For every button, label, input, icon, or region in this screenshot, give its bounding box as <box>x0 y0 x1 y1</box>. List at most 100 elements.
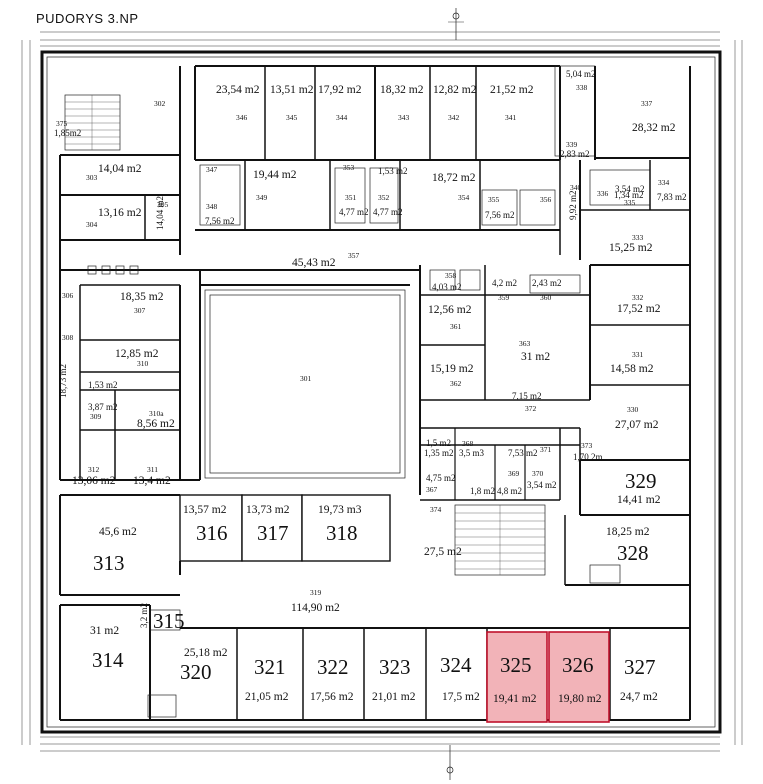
room-321-number: 321 <box>254 655 286 679</box>
room-332-area: 17,52 m2 <box>617 303 661 315</box>
room-344-number: 344 <box>336 113 348 122</box>
room-345-number: 345 <box>286 113 298 122</box>
room-368-area: 3,5 m3 <box>459 448 485 458</box>
room-346-area: 23,54 m2 <box>216 84 260 96</box>
corridor-357 <box>60 265 420 480</box>
room-313-walls <box>59 494 180 596</box>
room-351-number: 351 <box>345 193 357 202</box>
room-341-number: 341 <box>505 113 517 122</box>
room-305-area: 14,04 m2 <box>155 196 165 230</box>
right-upper-rooms <box>559 160 690 260</box>
room-349-number: 349 <box>256 193 268 202</box>
room-326-area: 19,80 m2 <box>558 693 602 705</box>
room-370b-area: 3,54 m2 <box>527 480 557 490</box>
room-303-area: 14,04 m2 <box>98 163 142 175</box>
room-317-number: 317 <box>257 521 289 545</box>
room-311-number: 311 <box>147 465 158 474</box>
room-323-number: 323 <box>379 655 411 679</box>
room-329-number: 329 <box>625 469 657 493</box>
room-328-number: 328 <box>617 541 649 565</box>
room-345-area: 13,51 m2 <box>270 84 314 96</box>
room-366-area: 4,75 m2 <box>426 473 456 483</box>
room-322-number: 322 <box>317 655 349 679</box>
room-355-area: 7,56 m2 <box>485 210 515 220</box>
room-304-number: 304 <box>86 220 98 229</box>
room-339-area: 2,83 m2 <box>560 149 590 159</box>
room-367-number: 367 <box>426 485 438 494</box>
room-374-number: 374 <box>430 505 442 514</box>
room-341-area: 21,52 m2 <box>490 84 534 96</box>
room-308b-area: 1,53 m2 <box>88 380 118 390</box>
room-359-area: 4,2 m2 <box>492 278 517 288</box>
room-306-number: 306 <box>62 291 74 300</box>
room-324-area: 17,5 m2 <box>442 691 480 703</box>
room-304-area: 13,16 m2 <box>98 207 142 219</box>
unit-326-highlight[interactable] <box>548 631 610 723</box>
outer-walls <box>40 50 722 734</box>
room-323-area: 21,01 m2 <box>372 691 416 703</box>
room-336-number: 336 <box>597 189 609 198</box>
room-343-number: 343 <box>398 113 410 122</box>
room-342-number: 342 <box>448 113 460 122</box>
room-369-area: 1,8 m2 <box>470 486 495 496</box>
room-352-number: 352 <box>378 193 390 202</box>
room-362-number: 362 <box>450 379 462 388</box>
room-340-area: 9,92 m2 <box>568 190 578 220</box>
room-354-number: 354 <box>458 193 470 202</box>
room-340-number: 340 <box>570 183 582 192</box>
room-364-area: 1,5 m2 <box>426 438 451 448</box>
room-319-area: 114,90 m2 <box>291 602 340 614</box>
room-337-number: 337 <box>641 99 653 108</box>
room-315-area: 3,2 m2 <box>139 603 149 628</box>
room-314-area: 31 m2 <box>90 625 119 637</box>
left-upper-rooms <box>59 155 180 480</box>
room-307-number: 307 <box>134 306 146 315</box>
room-310a-area: 8,56 m2 <box>137 418 175 430</box>
room-351-area: 4,77 m2 <box>339 207 369 217</box>
middle-east-rooms <box>419 250 691 620</box>
room-310a-number: 310a <box>149 409 164 418</box>
room-348-number: 348 <box>206 202 218 211</box>
room-372-number: 372 <box>525 404 537 413</box>
room-309-number: 309 <box>90 412 102 421</box>
room-317-area: 13,73 m2 <box>246 504 290 516</box>
room-334-area: 7,83 m2 <box>657 192 687 202</box>
room-358-number: 358 <box>445 271 457 280</box>
central-offices <box>179 494 391 575</box>
room-358-area: 4,03 m2 <box>432 282 462 292</box>
room-313-area: 45,6 m2 <box>99 526 137 538</box>
bottom-row-walls <box>59 604 691 721</box>
room-325-area: 19,41 m2 <box>493 693 537 705</box>
room-326-number: 326 <box>562 653 594 677</box>
room-338-area: 5,04 m2 <box>566 69 596 79</box>
room-316-number: 316 <box>196 521 228 545</box>
room-361-number: 361 <box>450 322 462 331</box>
room-335-area: 3,54 m2 <box>615 184 645 194</box>
room-371-number: 371 <box>540 445 552 454</box>
room-314-number: 314 <box>92 648 124 672</box>
room-339-number: 339 <box>566 140 578 149</box>
room-308-number: 308 <box>62 333 74 342</box>
room-355-number: 355 <box>488 195 500 204</box>
room-349-area: 19,44 m2 <box>253 169 297 181</box>
room-324-number: 324 <box>440 653 472 677</box>
room-312-area: 13,06 m2 <box>72 475 116 487</box>
unit-325-highlight[interactable] <box>486 631 548 723</box>
room-301-number: 301 <box>300 374 312 383</box>
room-315-number: 315 <box>153 609 185 633</box>
room-313-number: 313 <box>93 551 125 575</box>
room-335-number: 335 <box>624 198 636 207</box>
dimension-lines <box>21 31 743 752</box>
room-354-area: 18,72 m2 <box>432 172 476 184</box>
room-327-number: 327 <box>624 655 656 679</box>
section-marker-top <box>448 8 464 40</box>
room-332-number: 332 <box>632 293 644 302</box>
room-373-number: 373 <box>581 441 593 450</box>
top-wing <box>60 65 691 255</box>
room-333-number: 333 <box>632 233 644 242</box>
room-372-area: 7,15 m2 <box>512 391 542 401</box>
room-347-number: 347 <box>206 165 218 174</box>
room-310-number: 310 <box>137 359 149 368</box>
room-307-area: 18,35 m2 <box>120 291 164 303</box>
